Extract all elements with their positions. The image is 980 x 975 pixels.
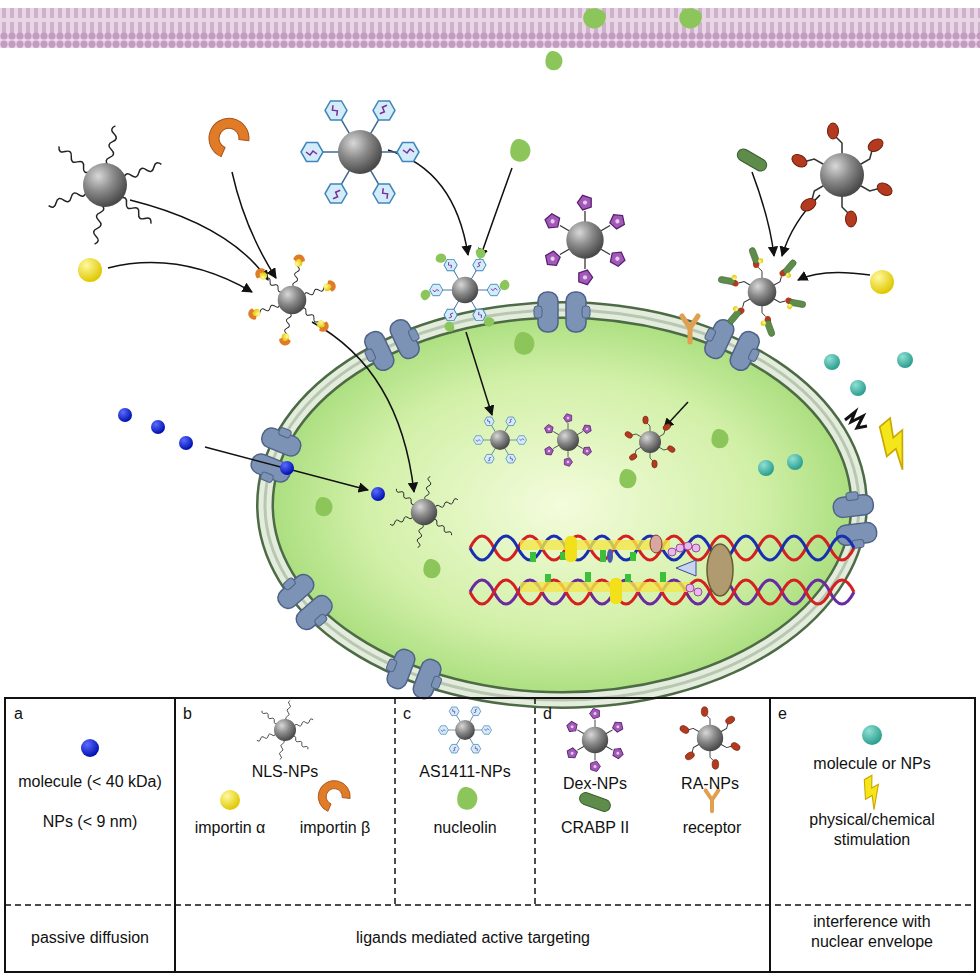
item-label: importin β (285, 818, 385, 838)
item-label: receptor (657, 818, 767, 838)
panel-letter: b (183, 704, 213, 724)
dna (470, 535, 854, 604)
item-label: Dex-NPs (540, 774, 650, 794)
panel-letter: a (14, 704, 44, 724)
panel-letter: e (778, 704, 808, 724)
item-label: molecule or NPs (777, 754, 967, 774)
category-label: interference with nuclear envelope (792, 912, 952, 952)
item-label: AS1411-NPs (400, 762, 530, 782)
item-label: CRABP II (540, 818, 650, 838)
item-label: RA-NPs (655, 774, 765, 794)
legend-table (5, 698, 975, 972)
item-label: importin α (180, 818, 280, 838)
item-label: nucleolin (405, 818, 525, 838)
item-label: NLS-NPs (225, 762, 345, 782)
item-label: NPs (< 9 nm) (8, 812, 172, 832)
category-label: passive diffusion (8, 928, 172, 948)
panel-letter: d (543, 704, 573, 724)
panel-letter: c (403, 704, 433, 724)
category-label: ligands mediated active targeting (193, 928, 753, 948)
cell-membrane (0, 8, 980, 48)
item-label: molecule (< 40 kDa) (8, 772, 172, 792)
item-label: physical/chemical stimulation (795, 810, 950, 850)
nucleus (265, 310, 859, 700)
